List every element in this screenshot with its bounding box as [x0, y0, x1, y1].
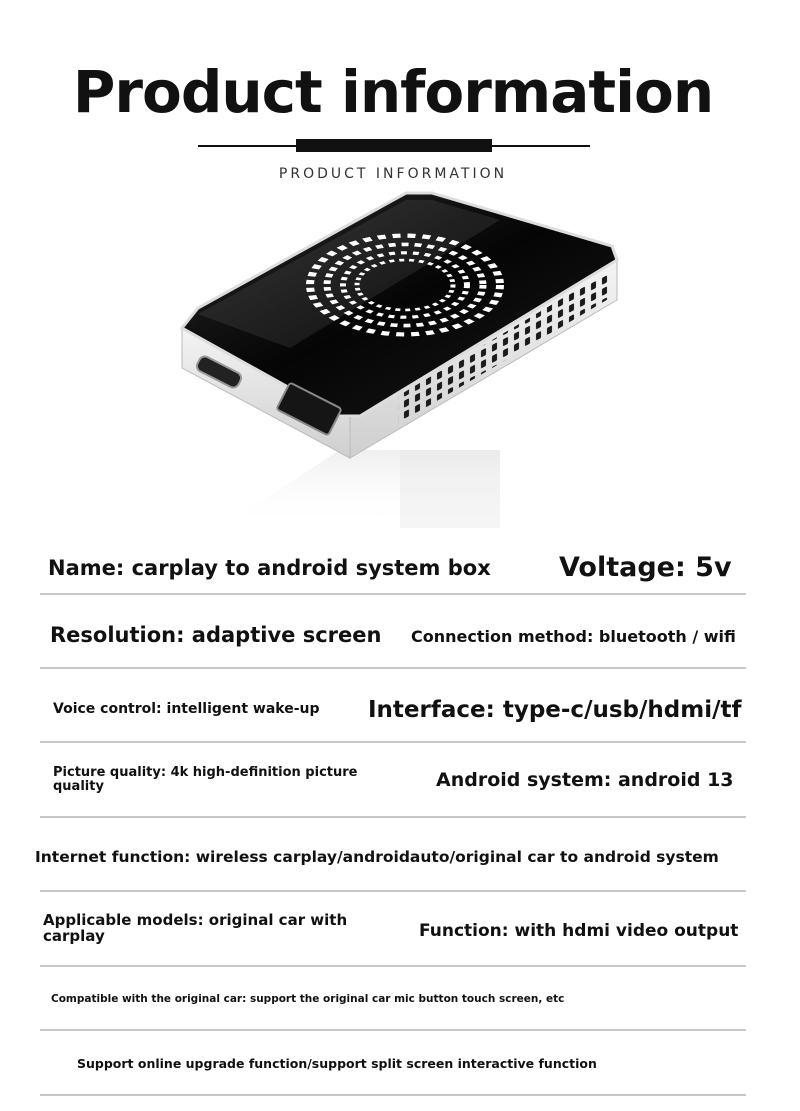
row-divider [40, 890, 746, 892]
spec-compatibility: Compatible with the original car: suppor… [51, 993, 565, 1005]
row-divider [40, 965, 746, 967]
spec-interface: Interface: type-c/usb/hdmi/tf [368, 697, 742, 723]
row-divider [40, 741, 746, 743]
spec-android-system: Android system: android 13 [436, 769, 734, 791]
product-image [179, 191, 619, 528]
row-divider [40, 1094, 746, 1096]
spec-resolution: Resolution: adaptive screen [50, 623, 382, 647]
page-subtitle: PRODUCT INFORMATION [278, 166, 508, 182]
title-accent-bar [296, 139, 492, 152]
spec-internet-function: Internet function: wireless carplay/andr… [35, 848, 719, 866]
page-title: Product information [72, 58, 714, 126]
row-divider [40, 816, 746, 818]
spec-applicable-models: Applicable models: original car with car… [43, 911, 348, 945]
spec-voltage: Voltage: 5v [559, 552, 732, 583]
row-divider [40, 593, 746, 595]
spec-picture-quality: Picture quality: 4k high-definition pict… [53, 765, 358, 794]
spec-voice-control: Voice control: intelligent wake-up [53, 701, 320, 717]
spec-name: Name: carplay to android system box [48, 556, 491, 580]
spec-upgrade: Support online upgrade function/support … [77, 1056, 597, 1071]
spec-connection: Connection method: bluetooth / wifi [411, 627, 736, 646]
row-divider [40, 667, 746, 669]
row-divider [40, 1029, 746, 1031]
spec-function: Function: with hdmi video output [419, 921, 739, 941]
